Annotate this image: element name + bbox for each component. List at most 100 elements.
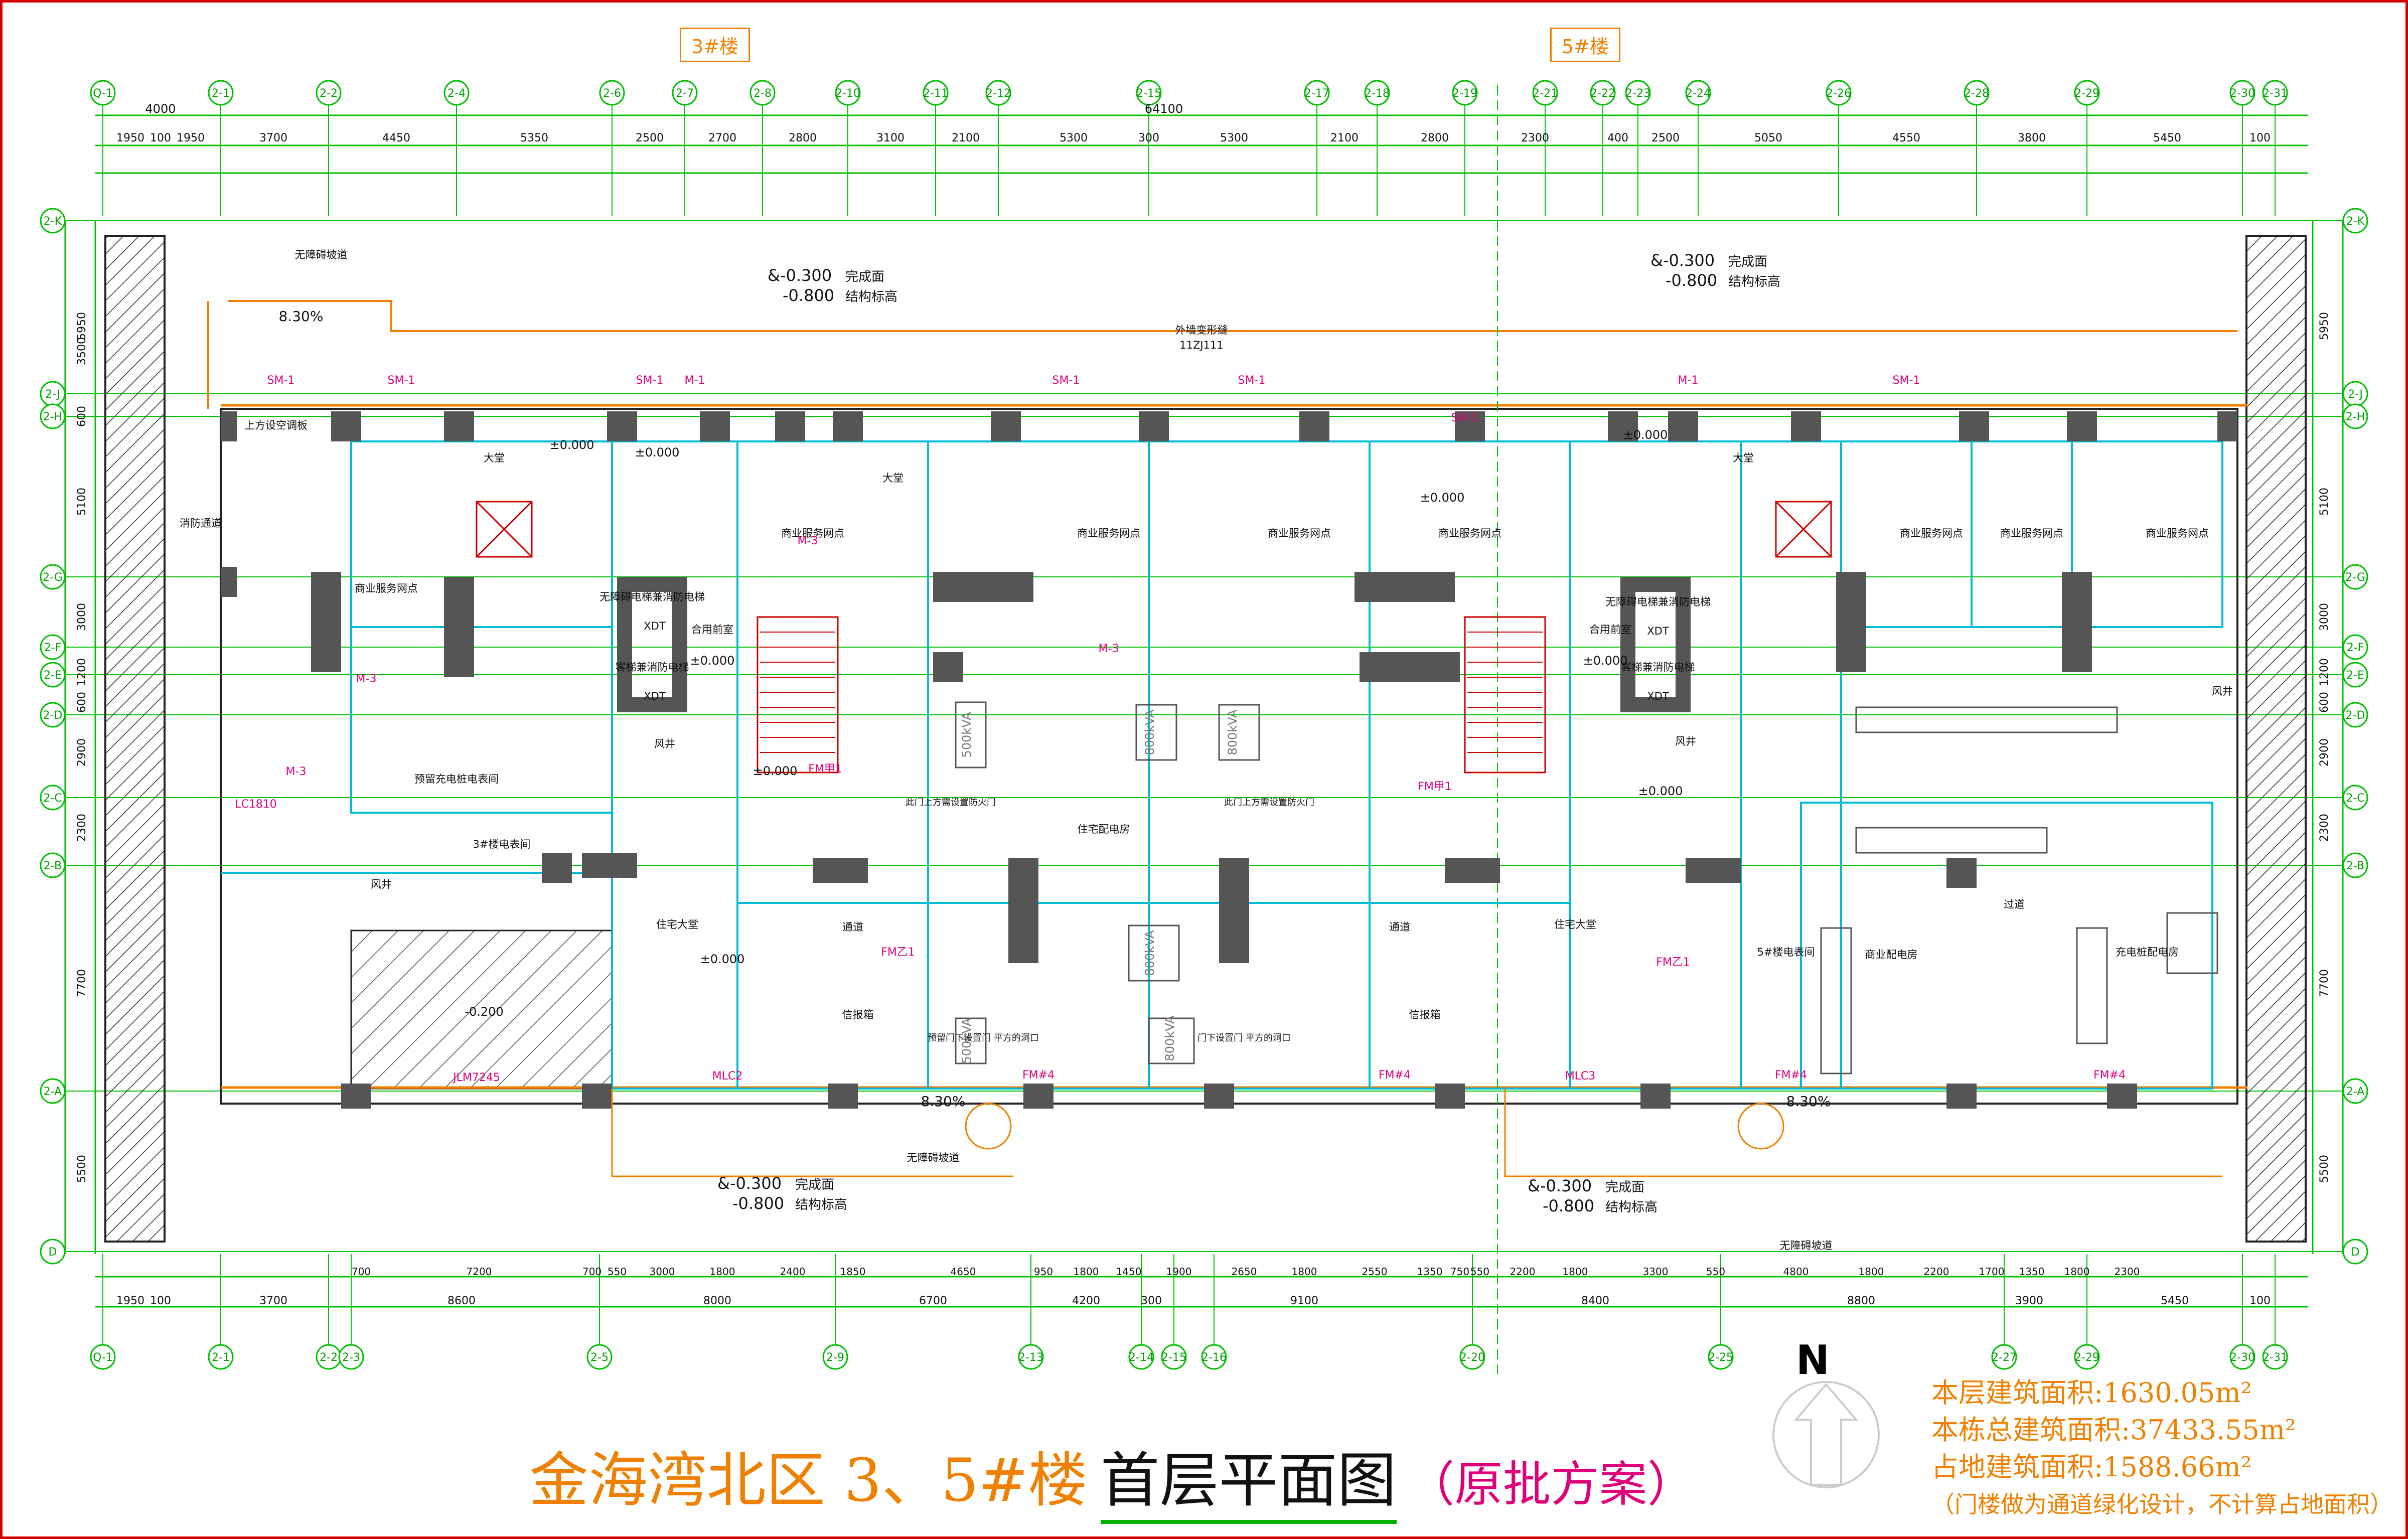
room-label: 合用前室 <box>1589 624 1631 636</box>
axis-bubble-left <box>40 785 66 811</box>
axis-label-bottom: 2-9 <box>826 1351 844 1364</box>
room-label: 11ZJ111 <box>1179 339 1223 351</box>
level-mark: ±0.000 <box>753 764 798 778</box>
dim-bottom-overall: 8400 <box>1581 1295 1609 1307</box>
dim-bottom-overall: 8800 <box>1847 1295 1875 1307</box>
equipment-label: 800kVA <box>1163 1015 1177 1061</box>
axis-label-right: 2-H <box>2346 411 2365 423</box>
dim-left: 3000 <box>76 603 88 631</box>
room-label: 商业服务网点 <box>1268 527 1331 539</box>
dim-bottom-span: 1850 <box>840 1266 866 1278</box>
dim-bottom-span: 550 <box>1706 1266 1725 1278</box>
north-label: N <box>1796 1337 1830 1383</box>
room-label: 预留充电桩电表间 <box>414 773 499 785</box>
door-code: JLM7245 <box>452 1071 500 1084</box>
axis-bubble-left <box>40 634 66 660</box>
room-label: 住宅配电房 <box>1078 823 1130 835</box>
axis-label-top: 2-17 <box>1304 87 1329 100</box>
door-code: M-1 <box>685 374 705 387</box>
axis-bubble-top <box>2262 80 2288 106</box>
axis-label-bottom: Q-1 <box>93 1351 113 1364</box>
dim-left: 600 <box>76 406 88 427</box>
room-label: 合用前室 <box>691 624 733 636</box>
axis-bubble-right <box>2342 1078 2368 1104</box>
dim-top-span: 2500 <box>636 132 664 144</box>
room-label: XDT <box>1647 690 1669 702</box>
dim-bottom-overall: 4200 <box>1072 1295 1100 1307</box>
dim-bottom-overall: 100 <box>150 1295 171 1307</box>
door-code: MLC3 <box>1565 1070 1596 1083</box>
room-label: 商业服务网点 <box>781 527 844 539</box>
dim-bottom-span: 1450 <box>1116 1266 1142 1278</box>
axis-bubble-right <box>2342 1239 2368 1265</box>
room-label: 商业服务网点 <box>1077 527 1140 539</box>
dim-bottom-span: 1800 <box>1074 1266 1099 1278</box>
axis-bubble-left <box>40 1078 66 1104</box>
axis-bubble-top <box>985 80 1011 106</box>
axis-label-top: 2-31 <box>2263 87 2288 100</box>
axis-bubble-top <box>1625 80 1651 106</box>
dim-left: 7700 <box>76 969 88 997</box>
axis-label-left: 2-F <box>44 642 62 654</box>
axis-label-left: 2-D <box>43 709 63 722</box>
axis-bubble-bottom <box>1991 1344 2017 1370</box>
dim-top-span: 2100 <box>952 132 980 144</box>
axis-label-bottom: 2-30 <box>2230 1351 2255 1364</box>
axis-label-top: 2-22 <box>1590 87 1615 100</box>
elev-finish: &-0.300 <box>717 1174 782 1193</box>
room-label: 通道 <box>842 921 863 933</box>
axis-label-left: 2-A <box>44 1086 62 1098</box>
plan-note: 预留门下设置门 平方的洞口 <box>928 1033 1039 1043</box>
dim-bottom-overall: 3700 <box>259 1295 287 1307</box>
equipment-label: 800kVA <box>1226 709 1240 755</box>
area-statistics: 本层建筑面积:1630.05m² 本栋总建筑面积:37433.55m² 占地建筑… <box>1931 1374 2393 1523</box>
axis-bubble-bottom <box>90 1344 116 1370</box>
dim-right: 2300 <box>2318 814 2331 842</box>
axis-label-bottom: 2-29 <box>2074 1351 2099 1364</box>
axis-label-bottom: 2-31 <box>2263 1351 2288 1364</box>
room-label: 商业服务网点 <box>2146 527 2209 539</box>
stair-cores <box>617 577 1691 774</box>
room-label: 风井 <box>1675 735 1696 747</box>
axis-bubble-right <box>2342 208 2368 234</box>
title-note: （原批方案） <box>1406 1456 1696 1512</box>
dim-top-span: 2800 <box>1421 132 1449 144</box>
dim-top-span: 2700 <box>708 132 736 144</box>
door-code: FM#4 <box>1379 1069 1411 1082</box>
dim-bottom-span: 3000 <box>650 1266 675 1278</box>
dim-bottom-span: 750 <box>1450 1266 1469 1278</box>
dim-top-span: 2500 <box>1651 132 1680 144</box>
elev-finish-label: 完成面 <box>1728 254 1767 269</box>
dim-bottom-span: 550 <box>608 1266 627 1278</box>
room-label: 充电桩配电房 <box>2116 946 2179 958</box>
axis-bubble-top <box>1685 80 1711 106</box>
axis-bubble-bottom <box>1018 1344 1044 1370</box>
dim-left: 5950 <box>76 312 88 340</box>
axis-bubble-left <box>40 403 66 429</box>
room-label: 风井 <box>2212 685 2233 697</box>
dim-top-span: 5300 <box>1060 132 1088 144</box>
dim-top-span: 100 <box>2249 132 2271 144</box>
plan-note: 此门上方需设置防火门 <box>906 797 996 808</box>
axis-label-top: 2-21 <box>1533 87 1558 100</box>
room-label: XDT <box>1647 625 1669 637</box>
level-mark: ±0.000 <box>1623 428 1668 442</box>
axis-bubble-top <box>90 80 116 106</box>
axis-label-top: 2-10 <box>835 87 860 100</box>
axis-bubble-top <box>923 80 949 106</box>
axis-label-top: 2-29 <box>2074 87 2099 100</box>
dim-bottom-span: 1700 <box>1979 1266 2005 1278</box>
elevator-shafts <box>476 501 1832 558</box>
dim-bottom-span: 4800 <box>1783 1266 1809 1278</box>
dim-bottom-span: 1800 <box>1292 1266 1317 1278</box>
axis-label-bottom: 2-15 <box>1161 1351 1186 1364</box>
axis-bubble-left <box>40 208 66 234</box>
level-mark: ±0.000 <box>1583 654 1628 668</box>
room-label: 客梯兼消防电梯 <box>1621 661 1695 673</box>
room-label: 商业服务网点 <box>1438 527 1501 539</box>
plan-note: 门下设置门 平方的洞口 <box>1197 1033 1291 1043</box>
elev-struct: -0.800 <box>732 1194 784 1213</box>
title-project: 金海湾北区 3、5#楼 <box>529 1446 1088 1515</box>
